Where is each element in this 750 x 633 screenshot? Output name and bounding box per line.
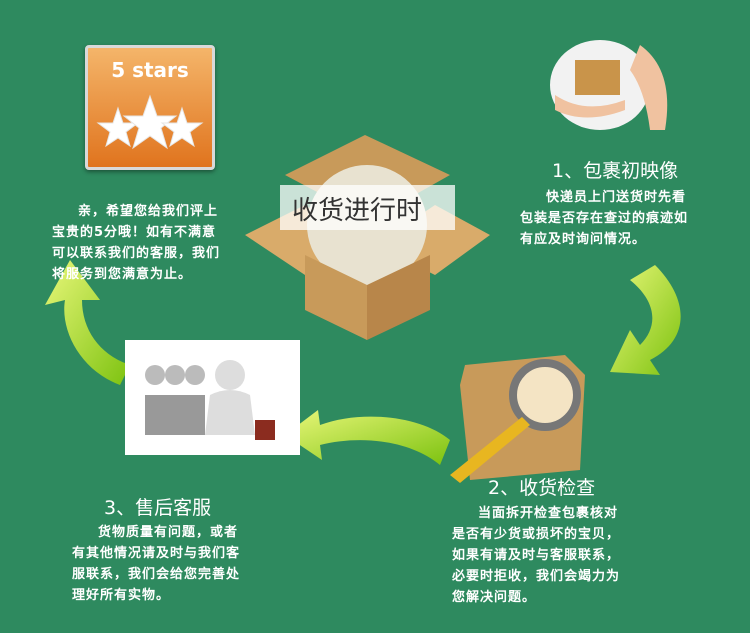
step-3-line: 有其他情况请及时与我们客 — [72, 546, 241, 561]
review-line: 亲，希望您给我们评上 — [78, 204, 219, 219]
step-3-line: 理好所有实物。 — [72, 588, 171, 603]
stars-icon — [96, 94, 204, 150]
step-1-title: 1、包裹初映像 — [552, 160, 679, 182]
badge-label: 5 stars — [111, 58, 189, 82]
step-1-line: 包装是否存在查过的痕迹如 — [520, 211, 689, 226]
package-handover-image — [550, 40, 668, 130]
customer-service-image — [125, 340, 300, 455]
step-2-title: 2、收货检查 — [488, 477, 596, 499]
review-line: 将服务到您满意为止。 — [52, 267, 193, 282]
step-3: 3、售后客服 货物质量有问题，或者有其他情况请及时与我们客服联系，我们会给您完善… — [72, 493, 292, 606]
five-stars-badge: 5 stars — [85, 45, 215, 170]
open-box-globe-image — [245, 135, 490, 340]
step-2-line: 如果有请及时与客服联系， — [452, 548, 621, 563]
step-1-text: 快递员上门送货时先看包装是否存在查过的痕迹如有应及时询问情况。 — [520, 187, 740, 250]
center-title: 收货进行时 — [292, 196, 423, 226]
step-2-line: 当面拆开检查包裹核对 — [478, 506, 619, 521]
step-1: 1、包裹初映像 快递员上门送货时先看包装是否存在查过的痕迹如有应及时询问情况。 — [520, 156, 740, 250]
step-3-line: 货物质量有问题，或者 — [98, 525, 239, 540]
step-3-line: 服联系，我们会给您完善处 — [72, 567, 241, 582]
step-2-line: 您解决问题。 — [452, 590, 537, 605]
review-line: 宝贵的5分哦！如有不满意 — [52, 225, 217, 240]
step-2-line: 必要时拒收，我们会竭力为 — [452, 569, 621, 584]
step-1-line: 有应及时询问情况。 — [520, 232, 647, 247]
review-request-text: 亲，希望您给我们评上宝贵的5分哦！如有不满意可以联系我们的客服，我们将服务到您满… — [52, 201, 292, 285]
step-3-text: 货物质量有问题，或者有其他情况请及时与我们客服联系，我们会给您完善处理好所有实物… — [72, 522, 292, 606]
headset-agents-icon — [145, 360, 275, 440]
review-request-paragraph: 亲，希望您给我们评上宝贵的5分哦！如有不满意可以联系我们的客服，我们将服务到您满… — [52, 201, 292, 285]
arrow-left-up — [45, 260, 130, 385]
step-2: 2、收货检查 当面拆开检查包裹核对是否有少货或损坏的宝贝， 如果有请及时与客服联系… — [452, 473, 692, 608]
arrow-bottom-left — [285, 410, 450, 465]
arrow-right-down — [610, 265, 681, 375]
step-3-title: 3、售后客服 — [104, 497, 212, 519]
step-2-line: 是否有少货或损坏的宝贝， — [452, 527, 621, 542]
review-line: 可以联系我们的客服，我们 — [52, 246, 221, 261]
box-magnifier-image — [450, 355, 585, 483]
step-2-text: 当面拆开检查包裹核对是否有少货或损坏的宝贝， 如果有请及时与客服联系， 必要时拒收，… — [452, 503, 692, 608]
step-1-line: 快递员上门送货时先看 — [546, 190, 687, 205]
